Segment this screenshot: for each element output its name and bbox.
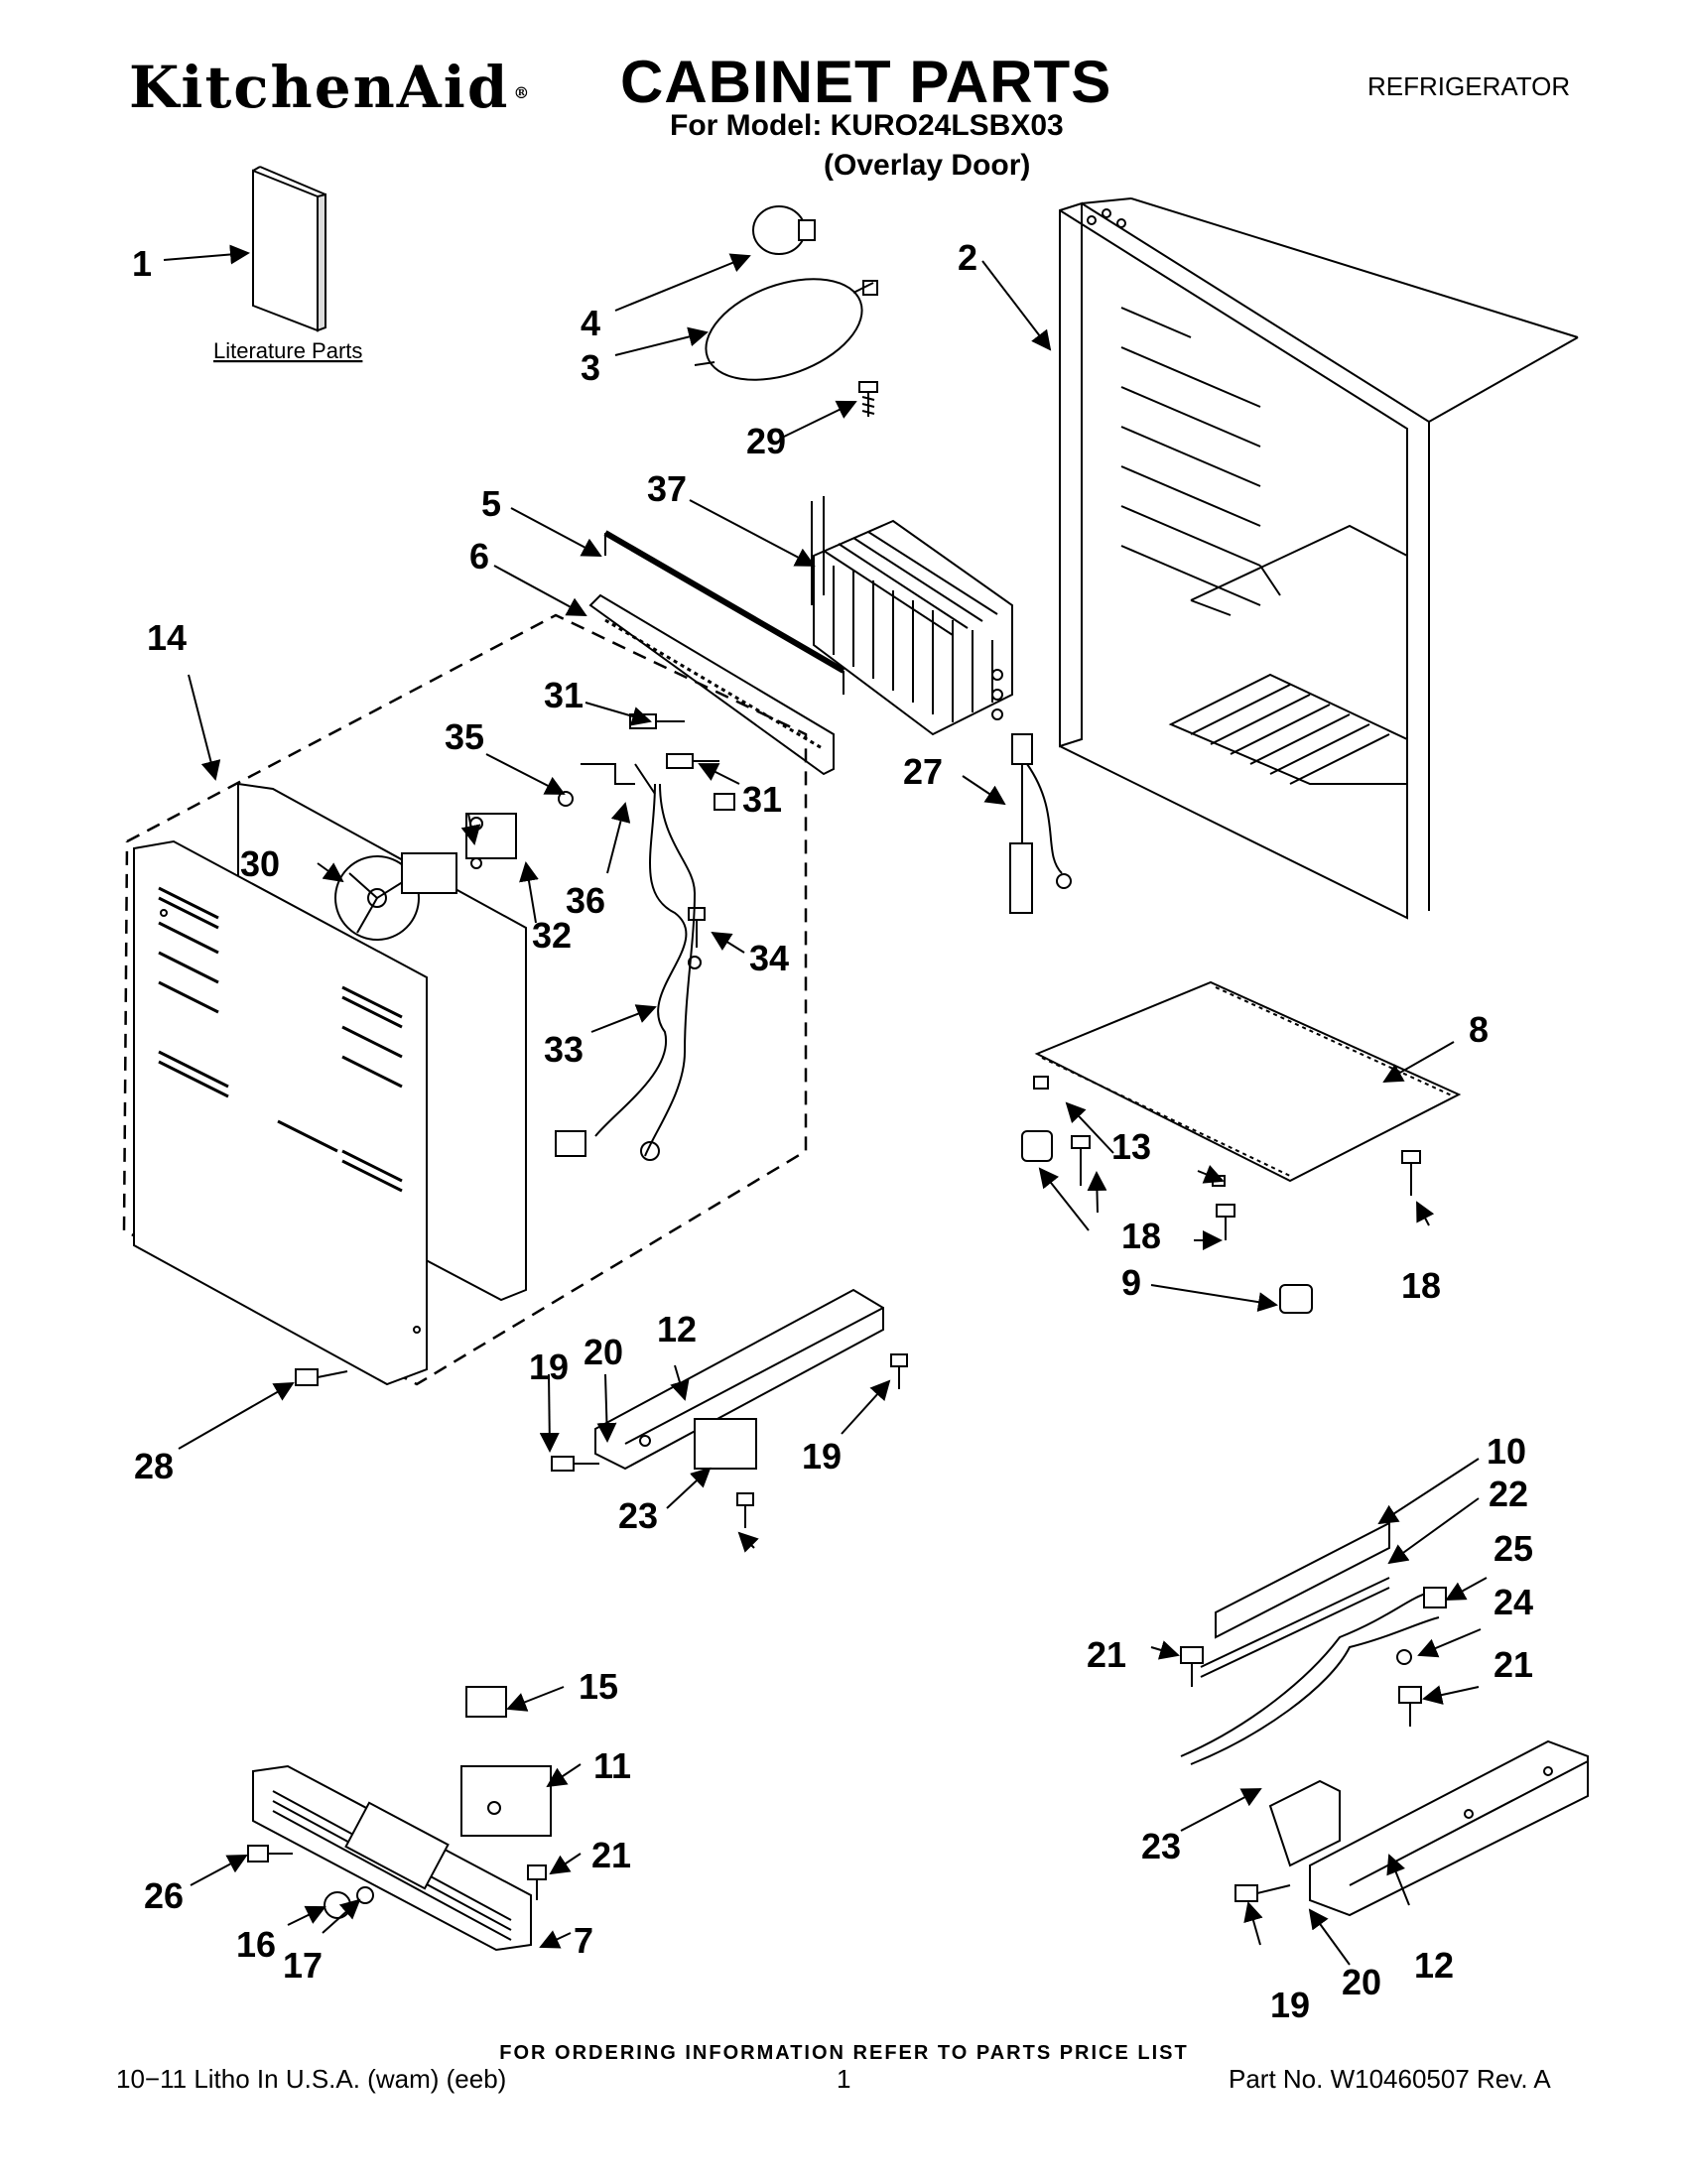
screw-34-drawing: [688, 907, 706, 948]
channel-plate-drawing: [1200, 1521, 1390, 1678]
leveling-leg-drawing: [1021, 1130, 1313, 1314]
callout-32: 32: [532, 915, 572, 956]
wire-harness-drawing: [555, 783, 735, 1161]
model-subtitle: For Model: KURO24LSBX03: [670, 109, 1064, 142]
callout-19c: 19: [1270, 1985, 1310, 2025]
switch-drawing: [460, 1686, 552, 1837]
literature-parts-label: Literature Parts: [213, 338, 362, 363]
callout-23b: 23: [1141, 1826, 1181, 1866]
product-category: REFRIGERATOR: [1367, 71, 1571, 101]
callout-19b: 19: [802, 1436, 842, 1477]
litho-info: 10−11 Litho In U.S.A. (wam) (eeb): [116, 2064, 507, 2094]
callout-18: 18: [1121, 1216, 1161, 1256]
page-number: 1: [837, 2064, 851, 2094]
screw-31-drawing: [629, 713, 719, 769]
callout-37: 37: [647, 468, 687, 509]
light-shield-drawing: [694, 278, 878, 381]
callout-12b: 12: [1414, 1945, 1454, 1986]
base-rail-drawing: [594, 1288, 884, 1471]
ordering-note: FOR ORDERING INFORMATION REFER TO PARTS …: [499, 2042, 1189, 2064]
callout-8: 8: [1469, 1009, 1489, 1050]
evaporator-cover-drawing: [588, 593, 835, 776]
toe-grille-drawing: [252, 1764, 532, 1952]
callout-21c: 21: [591, 1835, 631, 1875]
callout-20: 20: [584, 1332, 623, 1372]
callout-22: 22: [1489, 1474, 1528, 1514]
screw-19-drawing: [551, 1353, 908, 1528]
evaporator-coil-drawing: [811, 496, 1013, 736]
screw-21-drawing: [1180, 1646, 1422, 1727]
callout-1: 1: [132, 243, 152, 284]
callout-12: 12: [657, 1309, 697, 1349]
callout-numbers: 1 2 3 4 5 6 7 8 9 10 11 12 12 13 14 15 1…: [132, 237, 1533, 2025]
callout-3: 3: [581, 347, 600, 388]
literature-book-drawing: [252, 166, 326, 332]
callout-14: 14: [147, 617, 187, 658]
callout-19: 19: [529, 1347, 569, 1387]
callout-5: 5: [481, 483, 501, 524]
thermistor-drawing: [1009, 733, 1072, 914]
door-variant: (Overlay Door): [824, 149, 1031, 182]
fan-motor-drawing: [465, 763, 656, 869]
cabinet-liner-drawing: [1059, 197, 1579, 920]
callout-31: 31: [544, 675, 584, 715]
callout-7: 7: [574, 1920, 593, 1961]
callout-21b: 21: [1493, 1644, 1533, 1685]
callout-16: 16: [236, 1924, 276, 1965]
callout-10: 10: [1487, 1431, 1526, 1472]
callout-36: 36: [566, 880, 605, 921]
divider-plate-drawing: [1033, 980, 1462, 1187]
callout-28: 28: [134, 1446, 174, 1486]
callout-13: 13: [1111, 1126, 1151, 1167]
callout-30: 30: [240, 843, 280, 884]
heater-tube-drawing: [603, 530, 845, 695]
screw-19-lower-drawing: [1234, 1884, 1291, 1902]
screw-28-drawing: [295, 1368, 348, 1386]
callout-33: 33: [544, 1029, 584, 1070]
callout-6: 6: [469, 536, 489, 577]
callout-11: 11: [593, 1745, 631, 1786]
callout-2: 2: [958, 237, 977, 278]
light-bulb-drawing: [752, 205, 816, 255]
callout-35: 35: [445, 716, 484, 757]
brand-logo: KitchenAid®: [129, 54, 532, 121]
callout-27: 27: [903, 751, 943, 792]
callout-4: 4: [581, 303, 600, 343]
callout-24: 24: [1493, 1582, 1533, 1622]
callout-31b: 31: [742, 779, 782, 820]
callout-23: 23: [618, 1495, 658, 1536]
front-rail-drawing: [1268, 1739, 1589, 1917]
screw-18-drawing: [1071, 1135, 1421, 1240]
callout-18b: 18: [1401, 1265, 1441, 1306]
front-panel-drawing: [133, 839, 428, 1386]
callout-25: 25: [1493, 1528, 1533, 1569]
callout-29: 29: [746, 421, 786, 461]
assembly-outline: [122, 613, 808, 1386]
screw-drawing: [858, 381, 878, 417]
callout-26: 26: [144, 1875, 184, 1916]
callout-15: 15: [579, 1666, 618, 1707]
callout-17: 17: [283, 1945, 323, 1986]
callout-9: 9: [1121, 1262, 1141, 1303]
page-title: CABINET PARTS: [620, 49, 1112, 115]
callout-21: 21: [1087, 1634, 1126, 1675]
callout-20b: 20: [1342, 1962, 1381, 2002]
callout-34: 34: [749, 938, 789, 978]
part-number: Part No. W10460507 Rev. A: [1229, 2064, 1551, 2094]
